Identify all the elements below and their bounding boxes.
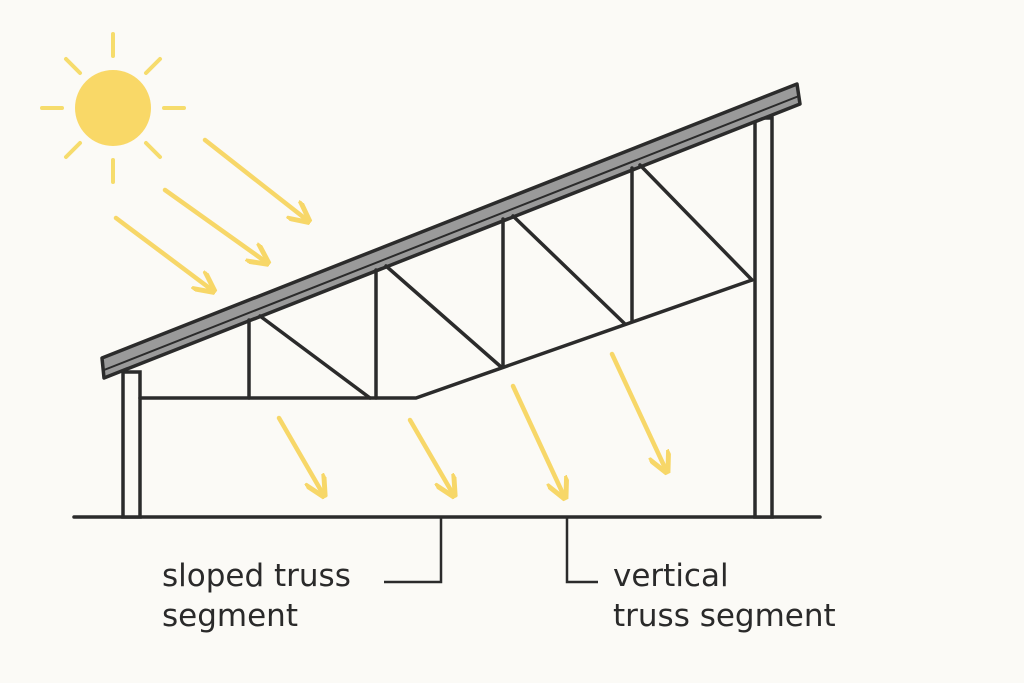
sloped-label-line2: segment: [162, 598, 298, 634]
light-arrow: [162, 187, 266, 262]
sunlight-arrows: [113, 137, 307, 290]
bottom-chord: [138, 278, 754, 400]
vertical-truss-segment-label: vertical truss segment: [613, 556, 836, 636]
light-arrow: [202, 137, 307, 220]
filtered-light-arrows: [276, 351, 666, 496]
sloped-truss-segment-label: sloped truss segment: [162, 556, 351, 636]
truss-diagonal: [258, 314, 372, 400]
light-arrow: [407, 417, 453, 494]
roof-panel: [100, 82, 802, 380]
truss-frame: [138, 163, 754, 400]
sun-disc: [75, 70, 151, 146]
left-post: [121, 370, 142, 519]
light-arrow: [276, 415, 323, 494]
sloped-label-line1: sloped truss: [162, 558, 351, 594]
truss-diagonal: [511, 214, 627, 326]
right-post: [753, 116, 774, 519]
label-leaders: [384, 517, 598, 584]
vertical-segment-leader: [565, 517, 598, 584]
truss-diagonal: [638, 163, 754, 282]
vertical-label-line1: vertical: [613, 558, 729, 594]
vertical-label-line2: truss segment: [613, 598, 836, 634]
support-posts: [121, 116, 774, 519]
sloped-segment-leader: [384, 517, 443, 584]
light-arrow: [510, 383, 564, 496]
light-arrow: [609, 351, 666, 470]
truss-diagonal: [384, 264, 502, 368]
sun-icon: [40, 32, 186, 184]
light-arrow: [113, 215, 212, 290]
sun-rays: [40, 32, 186, 184]
